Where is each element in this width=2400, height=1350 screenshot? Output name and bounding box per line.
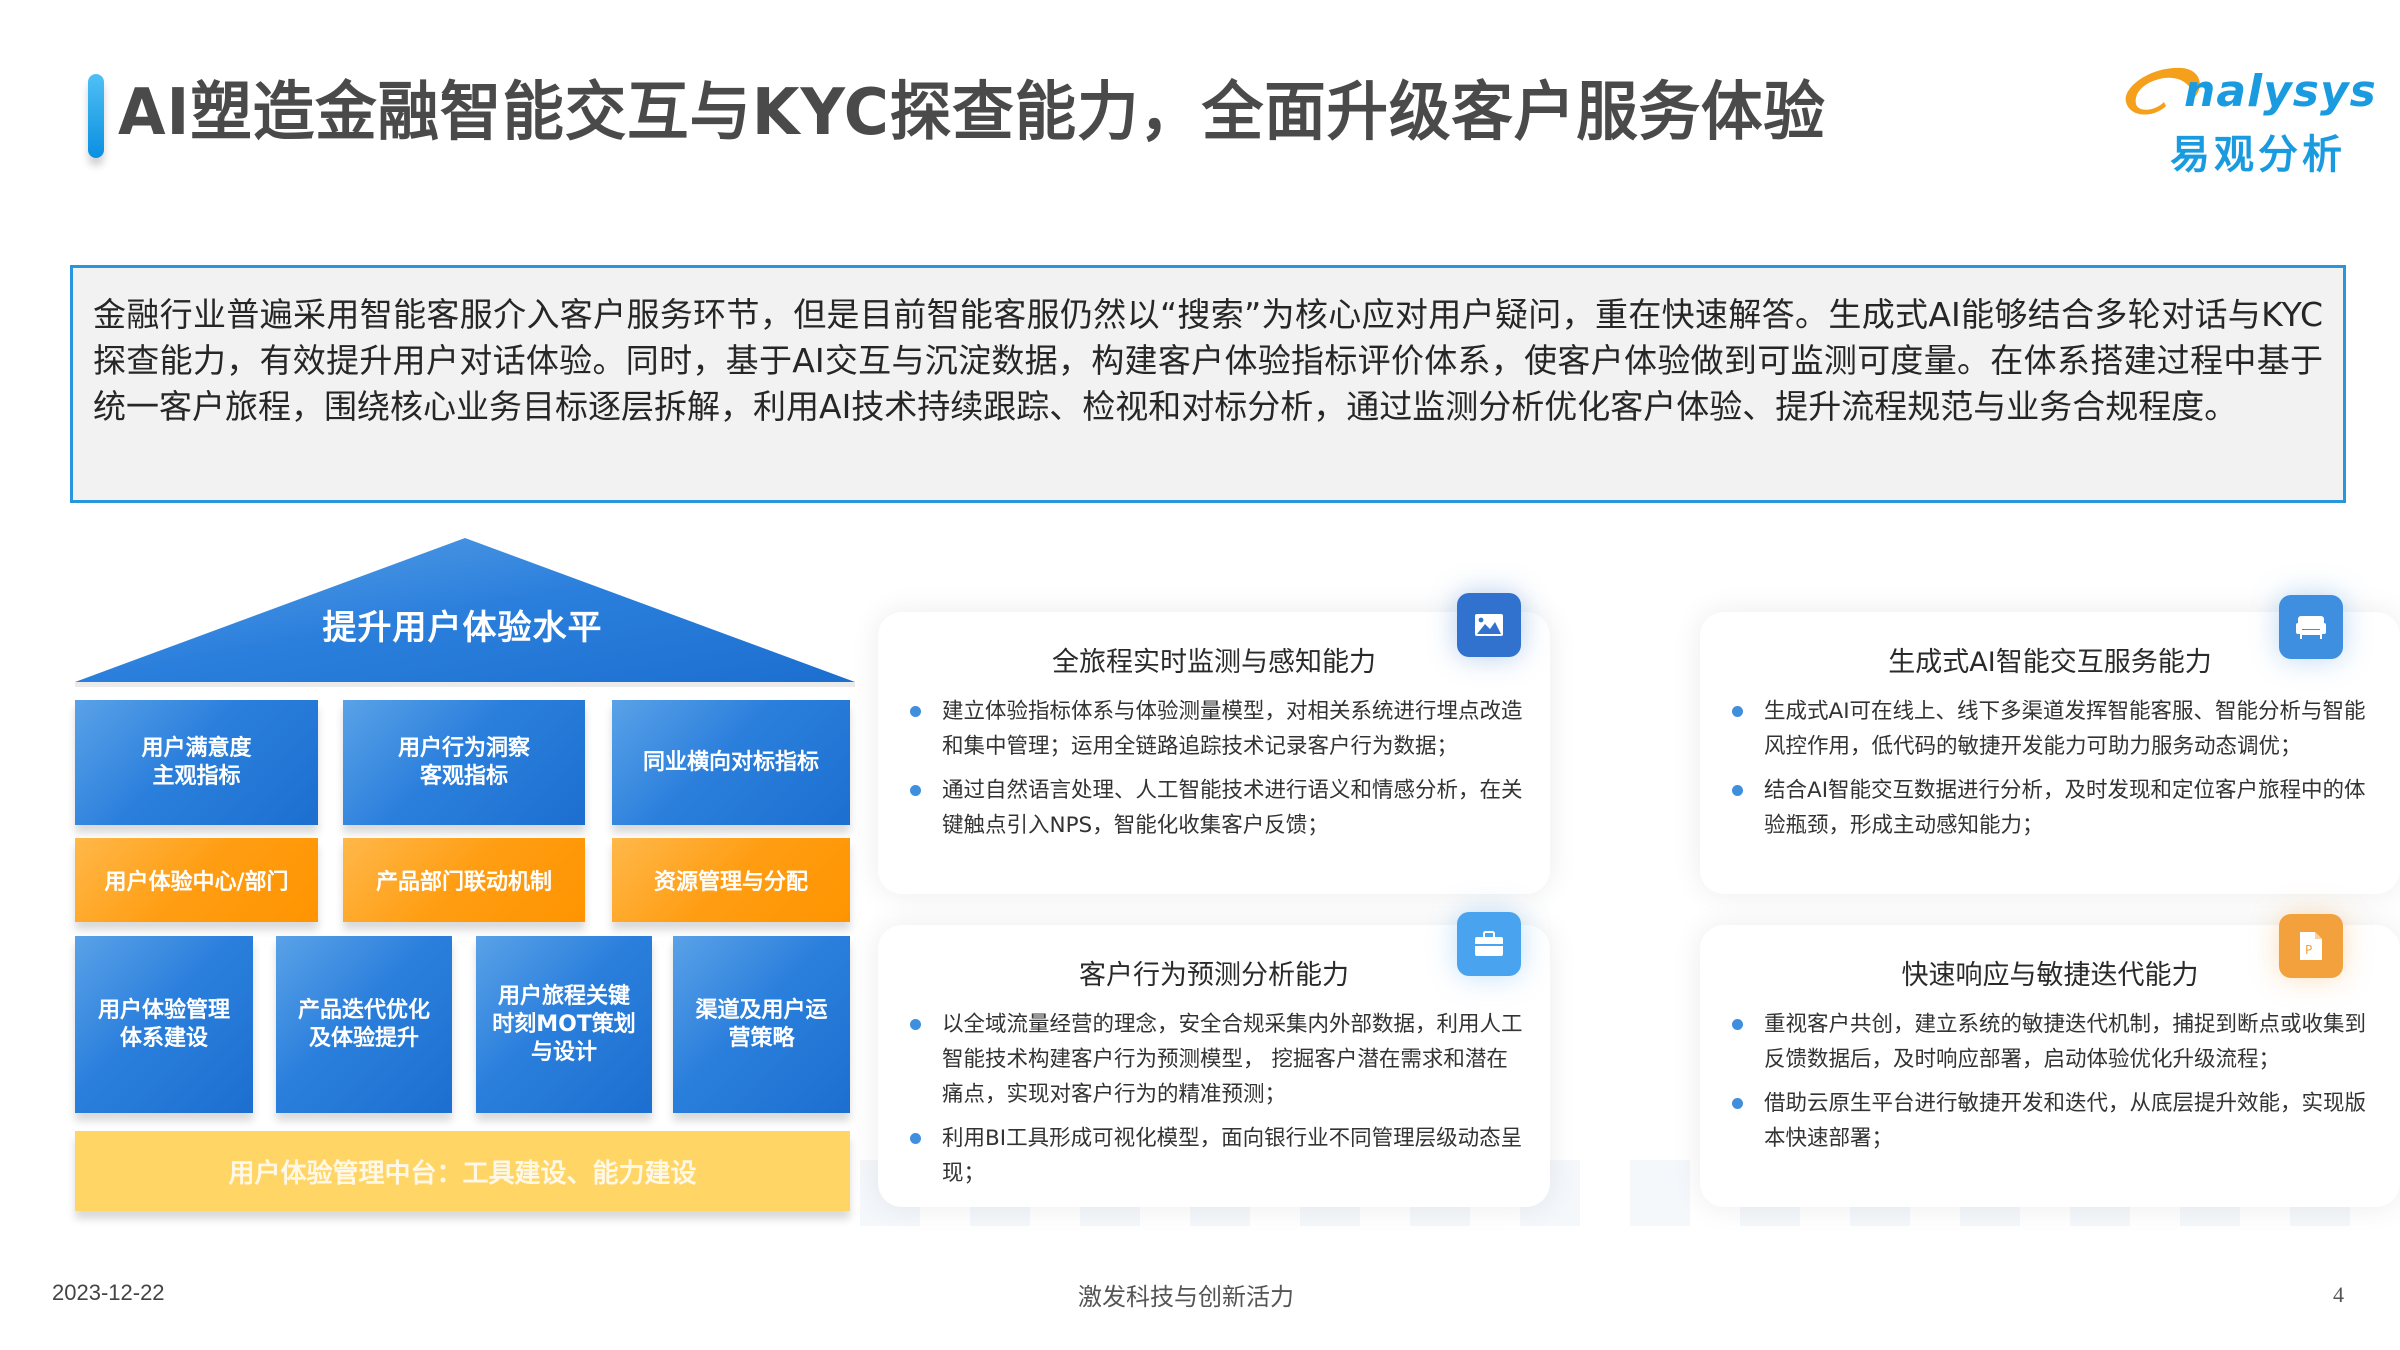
card-bullet: 通过自然语言处理、人工智能技术进行语义和情感分析，在关键触点引入NPS，智能化收… [906, 773, 1526, 843]
card-bullet: 利用BI工具形成可视化模型，面向银行业不同管理层级动态呈现； [906, 1121, 1526, 1191]
pillar-system-construction: 用户体验管理 体系建设 [75, 936, 253, 1113]
pillar-product-iteration: 产品迭代优化 及体验提升 [276, 936, 452, 1113]
svg-text:P: P [2305, 943, 2312, 957]
title-accent-bar [88, 74, 104, 158]
org-product-linkage: 产品部门联动机制 [343, 838, 585, 922]
pillar-label: 渠道及用户运 营策略 [695, 997, 828, 1051]
pillar-label: 用户旅程关键 时刻MOT策划 与设计 [492, 983, 636, 1065]
card-bullet: 以全域流量经营的理念，安全合规采集内外部数据，利用人工智能技术构建客户行为预测模… [906, 1007, 1526, 1112]
intro-summary-box: 金融行业普遍采用智能客服介入客户服务环节，但是目前智能客服仍然以“搜索”为核心应… [70, 265, 2346, 503]
analysys-logo: nalysys 易观分析 [2120, 58, 2376, 178]
logo-english-text: nalysys [2184, 66, 2377, 117]
org-experience-center: 用户体验中心/部门 [75, 838, 318, 922]
card-title: 生成式AI智能交互服务能力 [1888, 647, 2212, 678]
pillar-label: 用户行为洞察 客观指标 [397, 735, 530, 789]
pillar-label: 同业横向对标指标 [642, 749, 819, 775]
card-bullet: 借助云原生平台进行敏捷开发和迭代，从底层提升效能，实现版本快速部署； [1728, 1086, 2376, 1156]
logo-swoosh-icon [2125, 67, 2200, 115]
card-bullet-list: 重视客户共创，建立系统的敏捷迭代机制，捕捉到断点或收集到反馈数据后，及时响应部署… [1728, 1007, 2376, 1165]
page-number: 4 [2333, 1282, 2344, 1307]
intro-text: 金融行业普遍采用智能客服介入客户服务环节，但是目前智能客服仍然以“搜索”为核心应… [93, 295, 2323, 426]
armchair-icon [2279, 595, 2343, 659]
card-bullet-list: 生成式AI可在线上、线下多渠道发挥智能客服、智能分析与智能风控作用，低代码的敏捷… [1728, 694, 2376, 852]
foundation-label: 用户体验管理中台：工具建设、能力建设 [228, 1158, 697, 1189]
pillar-label: 用户满意度 主观指标 [141, 735, 252, 789]
pillar-label: 用户体验管理 体系建设 [97, 997, 230, 1051]
footer-slogan: 激发科技与创新活力 [1078, 1283, 1294, 1311]
org-resource-management: 资源管理与分配 [612, 838, 850, 922]
pillar-channel-operations: 渠道及用户运 营策略 [673, 936, 850, 1113]
pillar-benchmark-metrics: 同业横向对标指标 [612, 700, 850, 825]
card-bullet: 结合AI智能交互数据进行分析，及时发现和定位客户旅程中的体验瓶颈，形成主动感知能… [1728, 773, 2376, 843]
org-label: 产品部门联动机制 [375, 870, 552, 895]
foundation-platform: 用户体验管理中台：工具建设、能力建设 [75, 1131, 850, 1211]
capability-card-behavior-prediction: 客户行为预测分析能力 以全域流量经营的理念，安全合规采集内外部数据，利用人工智能… [878, 925, 1550, 1207]
footer-date: 2023-12-22 [52, 1280, 165, 1305]
roof-triangle [75, 538, 855, 687]
card-bullet: 重视客户共创，建立系统的敏捷迭代机制，捕捉到断点或收集到反馈数据后，及时响应部署… [1728, 1007, 2376, 1077]
capability-card-monitoring: 全旅程实时监测与感知能力 建立体验指标体系与体验测量模型，对相关系统进行埋点改造… [878, 612, 1550, 894]
briefcase-icon [1457, 912, 1521, 976]
card-bullet-list: 以全域流量经营的理念，安全合规采集内外部数据，利用人工智能技术构建客户行为预测模… [906, 1007, 1526, 1200]
ppt-file-icon: P [2279, 914, 2343, 978]
card-bullet: 生成式AI可在线上、线下多渠道发挥智能客服、智能分析与智能风控作用，低代码的敏捷… [1728, 694, 2376, 764]
page-title: AI塑造金融智能交互与KYC探查能力，全面升级客户服务体验 [118, 76, 1826, 150]
image-icon [1457, 593, 1521, 657]
roof-label: 提升用户体验水平 [322, 608, 603, 648]
capability-card-genai-interaction: 生成式AI智能交互服务能力 生成式AI可在线上、线下多渠道发挥智能客服、智能分析… [1700, 612, 2400, 894]
pillar-satisfaction-metrics: 用户满意度 主观指标 [75, 700, 318, 825]
pillar-behavior-metrics: 用户行为洞察 客观指标 [343, 700, 585, 825]
card-bullet-list: 建立体验指标体系与体验测量模型，对相关系统进行埋点改造和集中管理；运用全链路追踪… [906, 694, 1526, 852]
card-title: 全旅程实时监测与感知能力 [1052, 647, 1376, 678]
card-bullet: 建立体验指标体系与体验测量模型，对相关系统进行埋点改造和集中管理；运用全链路追踪… [906, 694, 1526, 764]
pillar-mot-design: 用户旅程关键 时刻MOT策划 与设计 [476, 936, 652, 1113]
org-label: 用户体验中心/部门 [104, 870, 289, 895]
card-title: 快速响应与敏捷迭代能力 [1901, 960, 2199, 991]
pillar-label: 产品迭代优化 及体验提升 [297, 997, 430, 1051]
org-label: 资源管理与分配 [653, 870, 808, 895]
logo-chinese-text: 易观分析 [2170, 132, 2346, 178]
card-title: 客户行为预测分析能力 [1079, 960, 1349, 991]
